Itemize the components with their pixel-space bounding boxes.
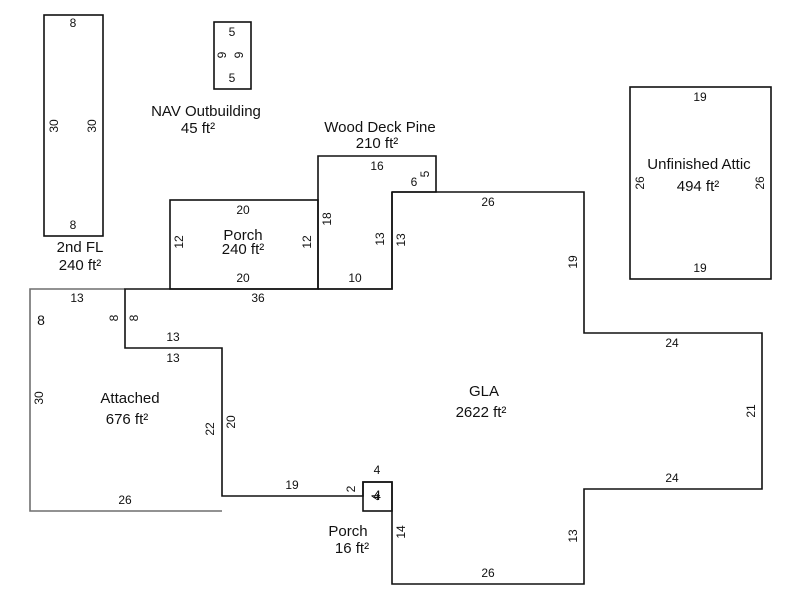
area-value-gla: 2622 ft²: [456, 404, 507, 421]
dim-attic-bottom: 19: [693, 261, 707, 275]
label-gla: GLA: [469, 383, 499, 400]
gla-outline: [124, 191, 763, 585]
area-value-unfinished-attic: 494 ft²: [677, 178, 720, 195]
dim-gla-inner-v1: 8: [127, 314, 141, 321]
area-attached[interactable]: 13 8 8 13 30 22 26 Attached 676 ft²: [29, 288, 222, 512]
dim-porch-right: 12: [300, 235, 314, 249]
dim-2nd-fl-top: 8: [70, 16, 77, 30]
dim-gla-top: 26: [481, 195, 495, 209]
dim-porch-bottom: 20: [236, 271, 250, 285]
dim-deck-top: 16: [370, 159, 384, 173]
dim-nav-bottom: 5: [229, 71, 236, 85]
dim-attached-left-upper: 8: [37, 312, 45, 328]
label-attached: Attached: [100, 390, 159, 407]
dim-gla-porch-v: 2: [344, 485, 358, 492]
dim-gla-step1: 13: [166, 330, 180, 344]
dim-gla-right-lower: 13: [566, 529, 580, 543]
dim-nav-right: 9: [232, 51, 246, 58]
porch-small-outline: [362, 481, 393, 512]
area-value-2nd-fl: 240 ft²: [59, 257, 102, 274]
dim-porch-small-top: 4: [374, 463, 381, 477]
nav-outbuilding-outline: [213, 21, 252, 90]
dim-nav-top: 5: [229, 25, 236, 39]
label-wood-deck: Wood Deck Pine: [324, 119, 435, 136]
area-value-nav-outbuilding: 45 ft²: [181, 120, 215, 137]
dim-gla-bottom: 26: [481, 566, 495, 580]
dim-deck-notch-v: 5: [418, 170, 432, 177]
dim-attic-right: 26: [753, 176, 767, 190]
area-porch-small[interactable]: 4 4 4 Porch 16 ft²: [328, 463, 393, 557]
dim-2nd-fl-right: 30: [85, 119, 99, 133]
dim-gla-left-lower: 14: [394, 525, 408, 539]
label-2nd-fl: 2nd FL: [57, 239, 104, 256]
label-porch-main: Porch: [223, 227, 262, 244]
area-value-wood-deck: 210 ft²: [356, 135, 399, 152]
area-unfinished-attic[interactable]: 19 19 26 26 Unfinished Attic 494 ft²: [629, 86, 772, 280]
dim-attached-inner-h: 13: [166, 351, 180, 365]
dim-attached-right: 22: [203, 422, 217, 436]
dim-porch-small-side-a: 4: [373, 487, 381, 503]
dim-gla-right-upper: 19: [566, 255, 580, 269]
area-gla[interactable]: 36 8 13 20 19 2 14 26 13 24 21 24 19 26 …: [124, 191, 763, 585]
dim-gla-ext-top: 24: [665, 336, 679, 350]
area-wood-deck[interactable]: Wood Deck Pine 210 ft² 16 6 5 18 13 10: [317, 119, 437, 290]
dim-porch-small-side-b: 4: [369, 493, 383, 500]
dim-gla-ext-bottom: 24: [665, 471, 679, 485]
dim-gla-top-left: 36: [251, 291, 265, 305]
dim-2nd-fl-bottom: 8: [70, 218, 77, 232]
dim-attached-left: 30: [32, 391, 46, 405]
area-value-attached: 676 ft²: [106, 411, 149, 428]
area-porch-main[interactable]: 20 20 12 12 Porch 240 ft²: [169, 199, 319, 290]
area-value-porch-main: 240 ft²: [222, 241, 265, 258]
dim-attic-left: 26: [633, 176, 647, 190]
label-unfinished-attic: Unfinished Attic: [647, 156, 751, 173]
area-value-porch-small: 16 ft²: [335, 540, 369, 557]
dim-gla-left-v: 20: [224, 415, 238, 429]
dim-porch-left: 12: [172, 235, 186, 249]
dim-deck-right: 13: [373, 232, 387, 246]
label-nav-outbuilding: NAV Outbuilding: [151, 103, 261, 120]
label-porch-small: Porch: [328, 523, 367, 540]
dim-porch-top: 20: [236, 203, 250, 217]
unfinished-attic-outline: [629, 86, 772, 280]
dim-gla-step2: 19: [285, 478, 299, 492]
dim-nav-left: 9: [215, 51, 229, 58]
dim-attached-inner-v: 8: [107, 314, 121, 321]
area-nav-outbuilding[interactable]: 5 5 9 9 NAV Outbuilding 45 ft²: [151, 21, 261, 137]
dim-deck-bottom: 10: [348, 271, 362, 285]
dim-deck-left: 18: [320, 212, 334, 226]
dim-attached-top: 13: [70, 291, 84, 305]
attached-outline: [29, 288, 222, 512]
2nd-fl-outline: [43, 14, 104, 237]
dim-attic-top: 19: [693, 90, 707, 104]
dim-gla-deck-v: 13: [394, 233, 408, 247]
dim-gla-ext-right: 21: [744, 404, 758, 418]
dim-attached-bottom: 26: [118, 493, 132, 507]
dim-deck-notch-h: 6: [411, 175, 418, 189]
dim-2nd-fl-left: 30: [47, 119, 61, 133]
area-2nd-fl[interactable]: 8 8 30 30 2nd FL 240 ft²: [43, 14, 104, 274]
